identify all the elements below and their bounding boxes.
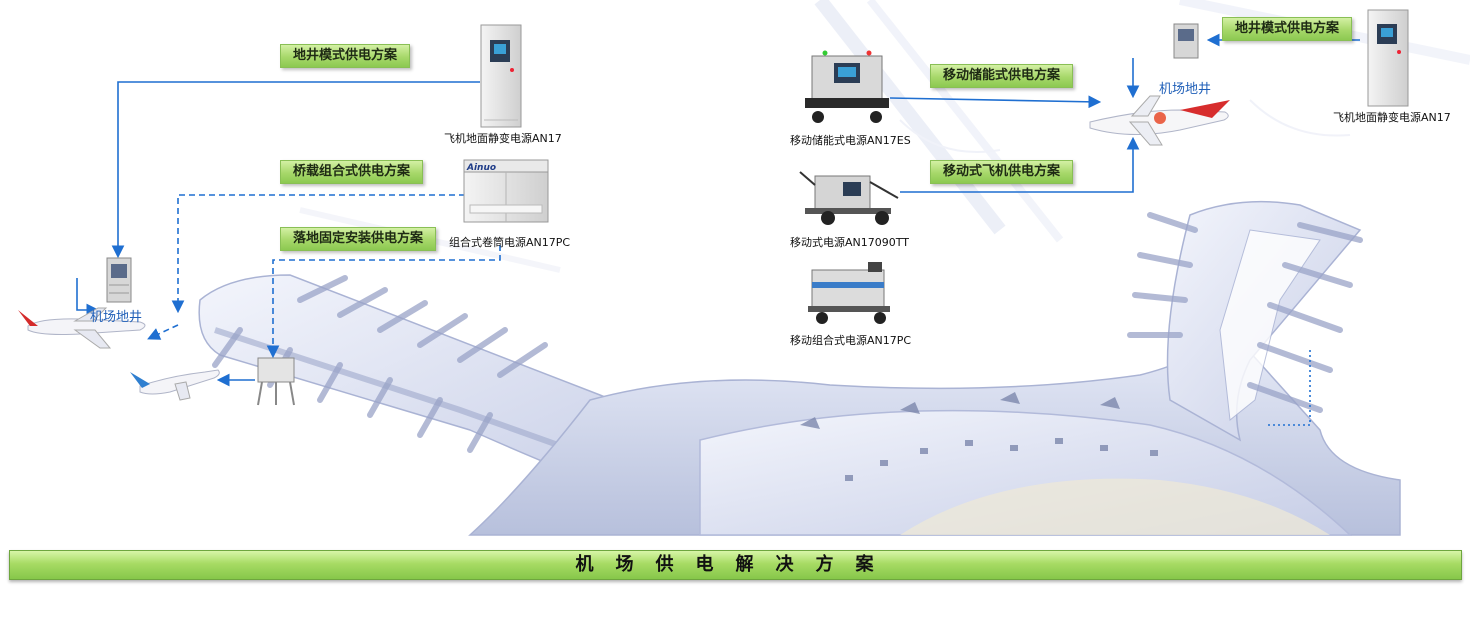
aircraft-left-blue xyxy=(130,369,220,401)
combo-an17pc-caption: 组合式卷筒电源AN17PC xyxy=(449,236,571,249)
footer-title: 机场供电解决方案 xyxy=(575,554,896,575)
static-an17-caption-right: 飞机地面静变电源AN17 xyxy=(1333,111,1451,124)
mobile-storage-mode-label: 移动储能式供电方案 xyxy=(930,64,1074,88)
mobile-an17090tt-unit xyxy=(799,171,899,225)
airport-pit-right xyxy=(1173,23,1199,59)
floor-mode-label: 落地固定安装供电方案 xyxy=(280,227,437,251)
footer-title-banner: 机场供电解决方案 xyxy=(9,550,1462,580)
mobile-combo-an17pc-unit xyxy=(808,262,890,324)
pit-mode-label: 地井模式供电方案 xyxy=(280,44,411,68)
static-an17-caption: 飞机地面静变电源AN17 xyxy=(444,132,562,145)
mobile-aircraft-mode-label: 移动式飞机供电方案 xyxy=(930,160,1074,184)
bridge-mode-label: 桥载组合式供电方案 xyxy=(280,160,424,184)
mobile-an17090tt-caption: 移动式电源AN17090TT xyxy=(790,236,909,249)
mobile-combo-an17pc-caption: 移动组合式电源AN17PC xyxy=(790,334,912,347)
brand-logo: Ainuo xyxy=(466,163,496,173)
static-an17-cabinet xyxy=(480,24,522,128)
pit-mode-label-right: 地井模式供电方案 xyxy=(1222,17,1353,41)
airport-pit-left xyxy=(106,257,132,303)
pit-label-right: 机场地井 xyxy=(1159,82,1212,97)
storage-an17es-caption: 移动储能式电源AN17ES xyxy=(790,134,911,147)
pit-label-left: 机场地井 xyxy=(90,310,143,325)
combo-an17pc-unit: Ainuo xyxy=(463,159,549,223)
floor-fixed-unit xyxy=(257,357,295,406)
aircraft-left-red xyxy=(18,307,146,349)
aircraft-right-red xyxy=(1089,95,1230,146)
airport-terminal xyxy=(198,200,1401,536)
storage-an17es-unit xyxy=(805,50,889,123)
static-an17-cabinet-right xyxy=(1367,9,1409,107)
